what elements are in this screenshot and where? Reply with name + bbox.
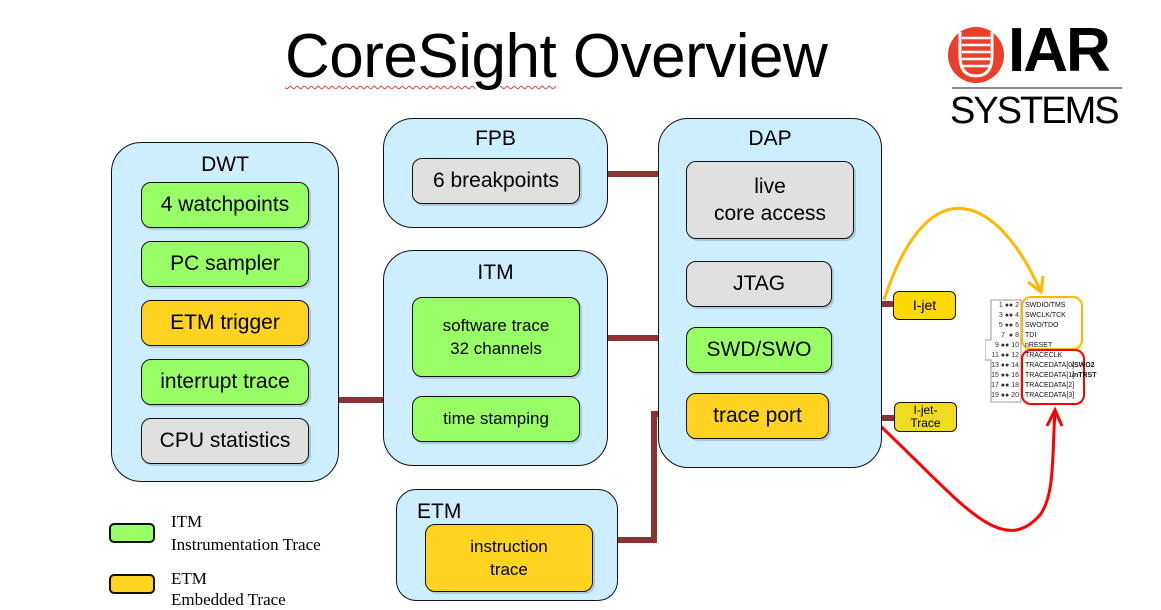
itm-software-trace: software trace 32 channels — [412, 297, 580, 377]
connector-pins: 17 ●● 18 — [991, 382, 1019, 389]
group-dwt-title: DWT — [201, 153, 249, 176]
group-etm: ETM instruction trace — [396, 489, 618, 601]
connector-pins: 3 ●● 4 — [998, 312, 1019, 319]
dap-live-core-access: live core access — [686, 161, 854, 239]
fpb-breakpoints: 6 breakpoints — [412, 158, 580, 204]
itm-time-stamping: time stamping — [412, 396, 580, 442]
legend-etm-desc: Embedded Trace — [171, 590, 286, 609]
connector-signal: nRESET — [1025, 342, 1053, 349]
iar-logo-icon — [948, 27, 1122, 89]
connector-signal: SWO/TDO — [1025, 322, 1059, 329]
connector-signal: TRACECLK — [1025, 352, 1063, 359]
probe-ijet: I-jet — [893, 291, 956, 320]
group-etm-title: ETM — [417, 500, 462, 523]
etm-instruction-trace: instruction trace — [425, 524, 593, 592]
dap-jtag: JTAG — [686, 261, 832, 307]
dwt-pc-sampler: PC sampler — [141, 241, 309, 287]
group-itm-title: ITM — [477, 261, 514, 284]
group-fpb-title: FPB — [475, 127, 516, 150]
title-coresight: CoreSight — [285, 22, 557, 91]
connector-signal: TRACEDATA[3] — [1025, 392, 1075, 399]
connector-pins: 5 ●● 6 — [998, 322, 1019, 329]
connector-pins: 7 ● 8 — [1001, 332, 1019, 339]
slide-title: CoreSight Overview — [285, 22, 828, 92]
connector-pins: 13 ●● 14 — [991, 362, 1019, 369]
dwt-interrupt-trace: interrupt trace — [141, 359, 309, 405]
dwt-etm-trigger: ETM trigger — [141, 300, 309, 346]
legend-etm-label: ETM — [171, 569, 207, 588]
iar-logo-bottom: SYSTEMS — [950, 90, 1120, 132]
connector-pins: 19 ●● 20 — [991, 392, 1019, 399]
connector-signal: TDI — [1025, 332, 1037, 339]
connector-signal: SWDIO/TMS — [1025, 302, 1066, 309]
arrow-orange-head — [1027, 275, 1045, 295]
connector-signal: TRACEDATA[1] — [1025, 372, 1075, 379]
arrow-red-head — [1045, 406, 1064, 427]
connector-alt-signal: /SWO2 — [1072, 362, 1095, 369]
legend-itm-desc: Instrumentation Trace — [171, 535, 321, 554]
connector-signal: TRACEDATA[2] — [1025, 382, 1075, 389]
connector-pins: 15 ●● 16 — [991, 372, 1019, 379]
connector-outline — [985, 296, 1085, 405]
dap-swd-swo: SWD/SWO — [686, 327, 832, 373]
connector-pins: 11 ●● 12 — [991, 352, 1019, 359]
connector-pins: 1 ●● 2 — [998, 302, 1019, 309]
jtag-connector-pinout: 1 ●● 2 SWDIO/TMS 3 ●● 4 SWCLK/TCK 5 ●● 6 SWO/… — [985, 296, 1105, 406]
legend-itm-label: ITM — [171, 512, 203, 531]
connector-alt-signal: /nTRST — [1072, 372, 1097, 379]
legend-swatch-etm — [109, 574, 155, 594]
dwt-watchpoints: 4 watchpoints — [141, 182, 309, 228]
probe-ijet-trace: I-jet- Trace — [894, 402, 957, 432]
arrow-orange — [882, 206, 1042, 301]
iar-logo: IAR SYSTEMS — [946, 18, 1126, 132]
group-dap: DAP live core access JTAG SWD/SWO trace … — [658, 118, 882, 468]
group-fpb: FPB 6 breakpoints — [383, 118, 608, 228]
title-overview: Overview — [556, 22, 828, 91]
dwt-cpu-statistics: CPU statistics — [141, 418, 309, 464]
connector-pins: 9 ●● 10 — [994, 342, 1019, 349]
connector-signal: SWCLK/TCK — [1025, 312, 1066, 319]
group-dwt: DWT 4 watchpoints PC sampler ETM trigger… — [111, 142, 339, 482]
group-dap-title: DAP — [748, 127, 792, 150]
connector-signal: TRACEDATA[0] — [1025, 362, 1075, 369]
dap-trace-port: trace port — [686, 393, 829, 439]
group-itm: ITM software trace 32 channels time stam… — [383, 250, 608, 466]
legend-swatch-itm — [109, 523, 155, 543]
arrow-red — [870, 411, 1057, 532]
iar-logo-top: IAR — [1008, 16, 1111, 85]
